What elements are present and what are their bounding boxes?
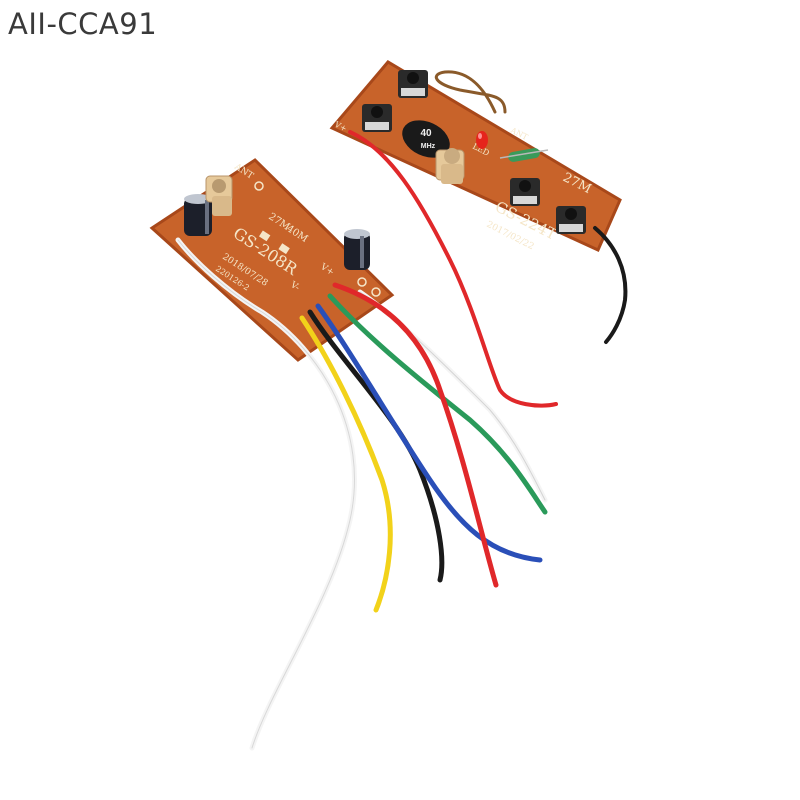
push-button-3 [510,178,540,206]
inductor-green [499,148,549,162]
receiver-vminus-label: V- [288,280,302,294]
led-indicator [476,131,488,149]
transmitter-wires [348,70,628,408]
transmitter-wire-red [348,130,558,408]
crystal-label-bottom: MHz [421,143,436,150]
antenna-loop [434,70,507,114]
receiver-hole-2 [371,287,381,297]
receiver-wire-green [327,293,548,515]
receiver-wires [175,237,548,751]
receiver-jumper-a [259,230,271,242]
push-button-4 [556,206,586,234]
receiver-capacitor-1 [184,194,212,236]
push-button-1 [362,104,392,132]
push-button-2 [398,70,428,98]
receiver-hole-vplus [357,277,367,287]
crystal-component: 40 MHz [402,120,450,158]
transmitter-coil [435,148,465,184]
receiver-board: GS-208R 2018/07/28 220126-2 27M 40M ANT … [149,158,395,362]
receiver-wire-blue [315,303,543,563]
receiver-wire-yellow [299,315,393,613]
crystal-label-top: 40 [420,128,432,139]
receiver-hole-ant [254,181,264,191]
receiver-coil [205,175,233,216]
watermark-text: AII-CCA91 [8,7,158,41]
receiver-jumper-b [278,243,290,255]
receiver-wire-red [332,282,499,588]
transmitter-pcb [329,60,622,252]
transmitter-wire-black [593,226,628,344]
transmitter-board: GS-224T 2017/02/22 27M LED ANT V+ 40 MHz [329,60,622,252]
receiver-capacitor-2 [344,229,370,270]
